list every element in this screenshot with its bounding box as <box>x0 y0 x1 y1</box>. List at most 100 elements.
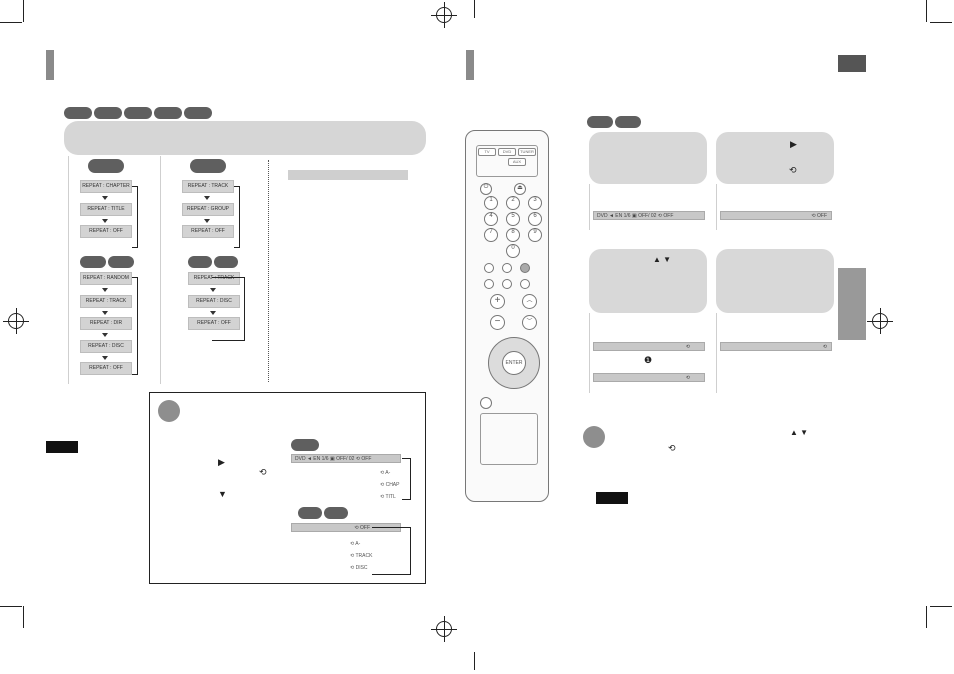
down-arrow <box>204 196 210 200</box>
crop-mark <box>23 0 24 22</box>
up-down-icon: ▲ ▼ <box>790 428 809 437</box>
registration-mark-bottom <box>431 616 457 642</box>
number-3-button[interactable]: 3 <box>528 196 542 210</box>
osd-option: ⟲ DISC <box>350 565 368 571</box>
repeat-step: REPEAT : OFF <box>80 362 132 375</box>
info-icon: ❶ <box>644 355 653 365</box>
repeat-step: REPEAT : GROUP <box>182 203 234 216</box>
instruction-panel <box>589 249 707 313</box>
power-button[interactable]: ⏻ <box>480 183 492 195</box>
repeat-step: REPEAT : TITLE <box>80 203 132 216</box>
crop-mark <box>926 606 927 628</box>
repeat-step: REPEAT : OFF <box>182 225 234 238</box>
transport-button[interactable] <box>502 263 512 273</box>
repeat-step: REPEAT : TRACK <box>80 295 132 308</box>
number-9-button[interactable]: 9 <box>528 228 542 242</box>
osd-option: ⟲ A- <box>350 541 361 547</box>
osd-status-bar: DVD ◄ EN 1/6 ▣ OFF/ 02 ⟲ OFF <box>291 454 401 463</box>
disc-pill <box>64 107 92 119</box>
osd-status-bar: ⟲ <box>720 342 832 351</box>
tuner-button[interactable]: TUNER <box>518 148 536 156</box>
repeat-step: REPEAT : DISC <box>188 295 240 308</box>
osd-status-bar: ⟲ <box>593 373 705 382</box>
repeat-step: REPEAT : TRACK <box>182 180 234 193</box>
number-7-button[interactable]: 7 <box>484 228 498 242</box>
crop-mark <box>930 22 952 23</box>
aux-button[interactable]: AUX <box>508 158 526 166</box>
down-arrow <box>102 196 108 200</box>
number-8-button[interactable]: 8 <box>506 228 520 242</box>
tuning-up-button[interactable]: ︿ <box>522 294 537 309</box>
number-5-button[interactable]: 5 <box>506 212 520 226</box>
loop-line <box>402 458 411 500</box>
dotted-divider <box>268 160 269 382</box>
panel-divider <box>589 313 590 393</box>
eject-button[interactable]: ⏏ <box>514 183 526 195</box>
up-down-icon: ▲ ▼ <box>653 255 672 264</box>
down-arrow <box>102 356 108 360</box>
loop-line <box>212 277 245 341</box>
remote-control: TV DVD TUNER AUX ⏻ ⏏ 1 2 3 4 5 6 7 8 9 0… <box>465 130 549 502</box>
crop-mark <box>930 606 952 607</box>
number-4-button[interactable]: 4 <box>484 212 498 226</box>
crop-mark <box>926 0 927 22</box>
left-header-band <box>64 121 426 155</box>
mute-button[interactable] <box>480 397 492 409</box>
down-arrow <box>204 219 210 223</box>
number-2-button[interactable]: 2 <box>506 196 520 210</box>
transport-button[interactable] <box>520 279 530 289</box>
note-label <box>46 441 78 453</box>
transport-button[interactable] <box>502 279 512 289</box>
down-arrow <box>102 288 108 292</box>
repeat-icon: ⟲ <box>789 165 797 175</box>
number-0-button[interactable]: 0 <box>506 244 520 258</box>
down-arrow <box>210 311 216 315</box>
repeat-step: REPEAT : CHAPTER <box>80 180 132 193</box>
repeat-step: REPEAT : OFF <box>80 225 132 238</box>
osd-status-bar: ⟲ OFF <box>720 211 832 220</box>
column-divider <box>68 156 69 384</box>
crop-mark <box>474 0 475 18</box>
osd-option: ⟲ TITL <box>380 494 396 500</box>
loop-line <box>132 277 138 375</box>
mode-pill <box>88 159 124 173</box>
left-title-bar <box>46 50 54 80</box>
mode-pill <box>188 256 212 268</box>
enter-button[interactable]: ENTER <box>502 351 526 375</box>
repeat-step: REPEAT : DISC <box>80 340 132 353</box>
disc-pill <box>154 107 182 119</box>
crop-mark <box>474 652 475 670</box>
osd-status-bar: DVD ◄ EN 1/6 ▣ OFF/ 02 ⟲ OFF <box>593 211 705 220</box>
instruction-panel <box>589 132 707 184</box>
mode-pill <box>214 256 238 268</box>
volume-up-button[interactable]: + <box>490 294 505 309</box>
transport-button[interactable] <box>484 263 494 273</box>
repeat-step: REPEAT : TRACK <box>188 272 240 285</box>
dvd-button[interactable]: DVD <box>498 148 516 156</box>
repeat-icon: ⟲ <box>259 467 267 477</box>
down-arrow <box>210 288 216 292</box>
down-arrow <box>102 311 108 315</box>
number-1-button[interactable]: 1 <box>484 196 498 210</box>
play-icon: ▶ <box>790 139 797 149</box>
tv-button[interactable]: TV <box>478 148 496 156</box>
instruction-panel <box>716 249 834 313</box>
disc-pill <box>124 107 152 119</box>
registration-mark-top <box>431 2 457 28</box>
repeat-button[interactable] <box>520 263 530 273</box>
number-6-button[interactable]: 6 <box>528 212 542 226</box>
volume-down-button[interactable]: − <box>490 315 505 330</box>
crop-mark <box>0 606 22 607</box>
panel-divider <box>716 313 717 393</box>
registration-mark-right <box>867 308 893 334</box>
transport-button[interactable] <box>484 279 494 289</box>
osd-option: ⟲ CHAP <box>380 482 400 488</box>
repeat-step: REPEAT : OFF <box>188 317 240 330</box>
down-arrow <box>102 219 108 223</box>
function-buttons-panel <box>480 413 538 465</box>
tuning-down-button[interactable]: ﹀ <box>522 315 537 330</box>
mode-pill <box>190 159 226 173</box>
disc-pill <box>184 107 212 119</box>
osd-option: ⟲ TRACK <box>350 553 373 559</box>
repeat-step: REPEAT : RANDOM <box>80 272 132 285</box>
